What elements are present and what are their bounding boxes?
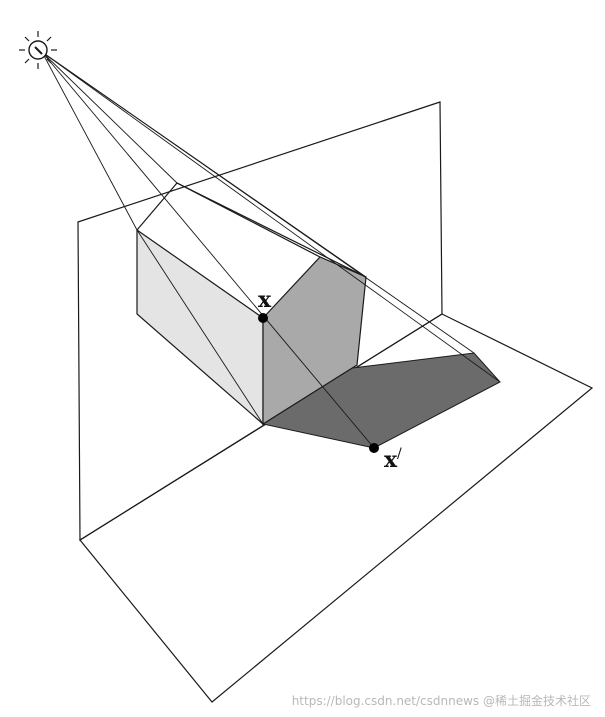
ray-to-shadow-corner-2 bbox=[41, 51, 501, 383]
ray-to-front-top bbox=[41, 51, 138, 231]
shadow-point-marker bbox=[369, 443, 379, 453]
watermark: https://blog.csdn.net/csdnnews @稀土掘金技术社区 bbox=[291, 694, 591, 708]
shadow-point-label: x bbox=[384, 447, 398, 473]
roof-back-edge bbox=[176, 182, 321, 258]
light-rays bbox=[41, 51, 501, 449]
shadow-point-prime: / bbox=[397, 446, 402, 462]
house-side-face bbox=[262, 256, 367, 426]
ray-to-front-bottom bbox=[136, 229, 264, 425]
point-x-marker bbox=[258, 313, 268, 323]
point-x-label: x bbox=[258, 287, 272, 313]
ray-to-side-corner bbox=[41, 51, 367, 278]
ray-to-shadow-point bbox=[41, 51, 375, 449]
sun-icon bbox=[19, 31, 57, 69]
ray-to-ridge bbox=[41, 51, 178, 184]
